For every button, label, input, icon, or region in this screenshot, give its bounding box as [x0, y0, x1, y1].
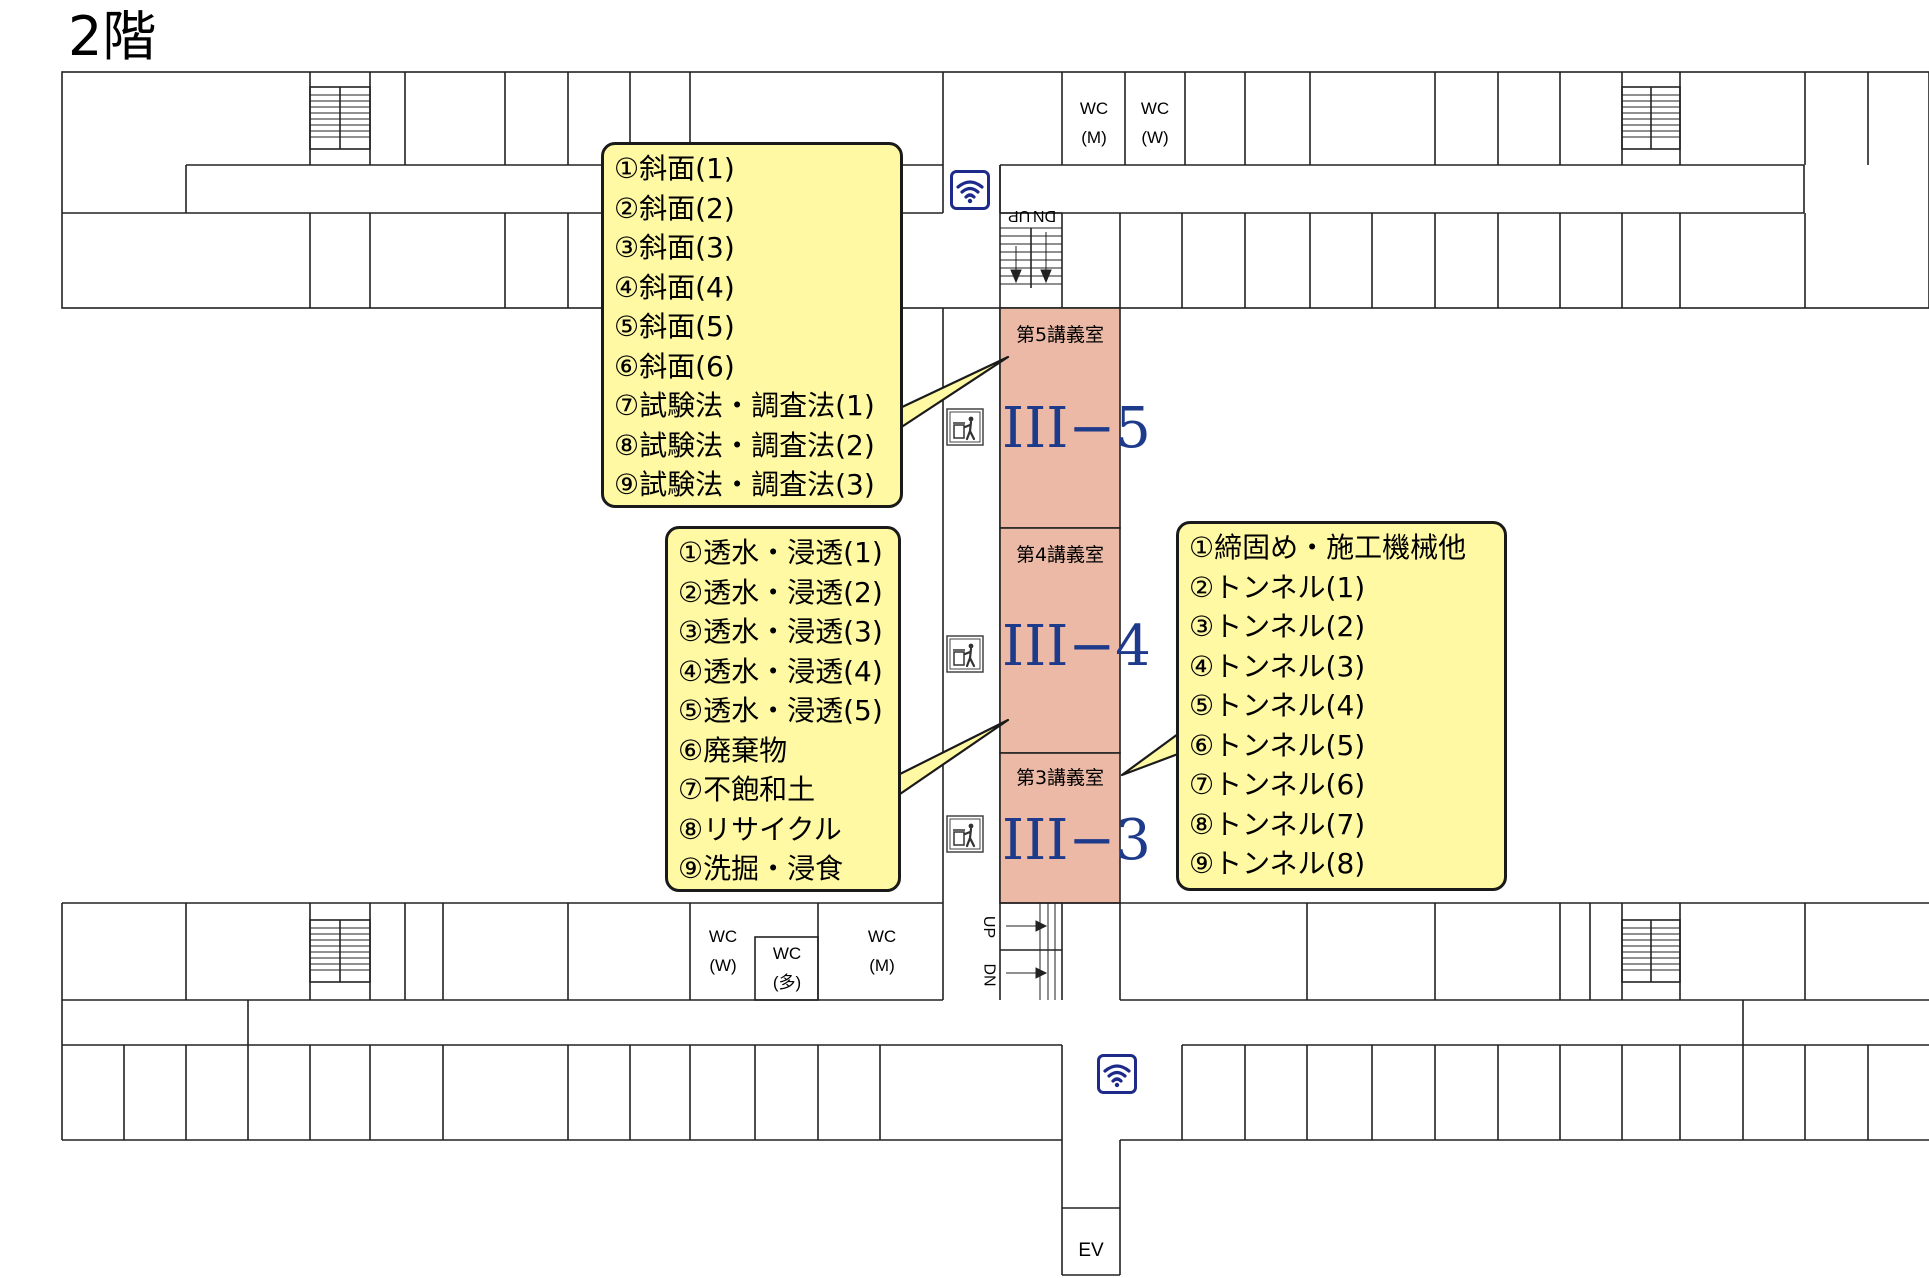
callout-item: ①締固め・施工機械他 — [1189, 531, 1467, 564]
callout-item: ⑦試験法・調査法(1) — [614, 389, 875, 422]
callout-item: ①斜面(1) — [614, 152, 735, 185]
callout-pointer-2 — [899, 718, 1010, 795]
wc-label: WC — [867, 927, 897, 946]
room-name-4: 第4講義室 — [1015, 544, 1105, 566]
callout-item: ②トンネル(1) — [1189, 570, 1366, 604]
callout-item: ⑧リサイクル — [678, 812, 842, 846]
callout-item: ⑥トンネル(5) — [1189, 728, 1366, 762]
callout-item: ⑨試験法・調査法(3) — [614, 468, 875, 501]
callout-item: ④トンネル(3) — [1189, 649, 1366, 683]
callout-item: ⑤トンネル(4) — [1189, 689, 1366, 722]
callout-item: ①透水・浸透(1) — [678, 536, 883, 569]
top-wing-outline — [61, 71, 1929, 309]
callout-item: ②斜面(2) — [614, 191, 735, 225]
stairs-down-label: DN — [1033, 207, 1057, 224]
callout-item: ③斜面(3) — [614, 231, 735, 264]
room-code-5[interactable]: III−5 — [1002, 396, 1151, 461]
room-block-3 — [999, 752, 1121, 904]
wc-label: WC — [1140, 99, 1170, 118]
wc-bottom-women: WC (W) — [692, 922, 754, 980]
callout-pointer-3 — [1120, 733, 1179, 777]
callout-item: ⑦不飽和土 — [678, 773, 816, 806]
callout-item: ⑦トンネル(6) — [1189, 768, 1366, 801]
stairs-up-label: UP — [1008, 207, 1031, 224]
wc-sub-label: (W) — [1141, 128, 1169, 147]
wifi-icon — [1097, 1054, 1137, 1094]
callout-item: ②透水・浸透(2) — [678, 575, 883, 609]
wc-label: WC — [772, 944, 802, 963]
callout-item: ⑥廃棄物 — [678, 733, 788, 767]
wc-bottom-men: WC (M) — [820, 922, 944, 980]
callout-item: ⑧試験法・調査法(2) — [614, 428, 875, 462]
callout-slope: ①斜面(1) ②斜面(2) ③斜面(3) ④斜面(4) ⑤斜面(5) ⑥斜面(6… — [601, 142, 903, 508]
room-code-4[interactable]: III−4 — [1002, 614, 1151, 679]
callout-item: ⑨トンネル(8) — [1189, 847, 1366, 880]
wc-sub-label: (W) — [709, 956, 737, 975]
wc-label: WC — [1079, 99, 1109, 118]
wc-sub-label: (M) — [1081, 128, 1107, 147]
callout-item: ⑤透水・浸透(5) — [678, 694, 883, 727]
callout-item: ④斜面(4) — [614, 270, 735, 304]
room-name-3: 第3講義室 — [1015, 767, 1105, 789]
callout-tunnel: ①締固め・施工機械他 ②トンネル(1) ③トンネル(2) ④トンネル(3) ⑤ト… — [1176, 521, 1507, 891]
trash-bin-icon — [946, 408, 984, 446]
callout-item: ⑥斜面(6) — [614, 349, 735, 383]
wc-top-men: WC (M) — [1066, 94, 1122, 152]
callout-pointer-1 — [899, 355, 1010, 429]
callout-item: ③透水・浸透(3) — [678, 615, 883, 648]
wc-bottom-multipurpose: WC (多) — [756, 939, 818, 997]
wc-top-women: WC (W) — [1126, 94, 1184, 152]
room-code-3[interactable]: III−3 — [1002, 808, 1151, 873]
room-block-4 — [999, 527, 1121, 754]
trash-bin-icon — [946, 815, 984, 853]
stairs-down-label: DN — [980, 963, 998, 987]
wc-sub-label: (多) — [772, 973, 802, 992]
callout-permeability: ①透水・浸透(1) ②透水・浸透(2) ③透水・浸透(3) ④透水・浸透(4) … — [665, 526, 901, 892]
callout-item: ③トンネル(2) — [1189, 610, 1366, 643]
wifi-icon — [950, 170, 990, 210]
room-block-5 — [999, 307, 1121, 529]
elevator-label: EV — [1078, 1240, 1104, 1261]
stairs-up-label: UP — [980, 915, 998, 939]
callout-item: ④透水・浸透(4) — [678, 654, 883, 688]
wc-sub-label: (M) — [869, 956, 895, 975]
callout-item: ⑤斜面(5) — [614, 310, 735, 343]
callout-item: ⑨洗掘・浸食 — [678, 852, 844, 885]
wc-label: WC — [708, 927, 738, 946]
room-name-5: 第5講義室 — [1015, 324, 1105, 346]
trash-bin-icon — [946, 635, 984, 673]
floor-title: 2階 — [68, 5, 157, 68]
callout-item: ⑧トンネル(7) — [1189, 807, 1366, 841]
